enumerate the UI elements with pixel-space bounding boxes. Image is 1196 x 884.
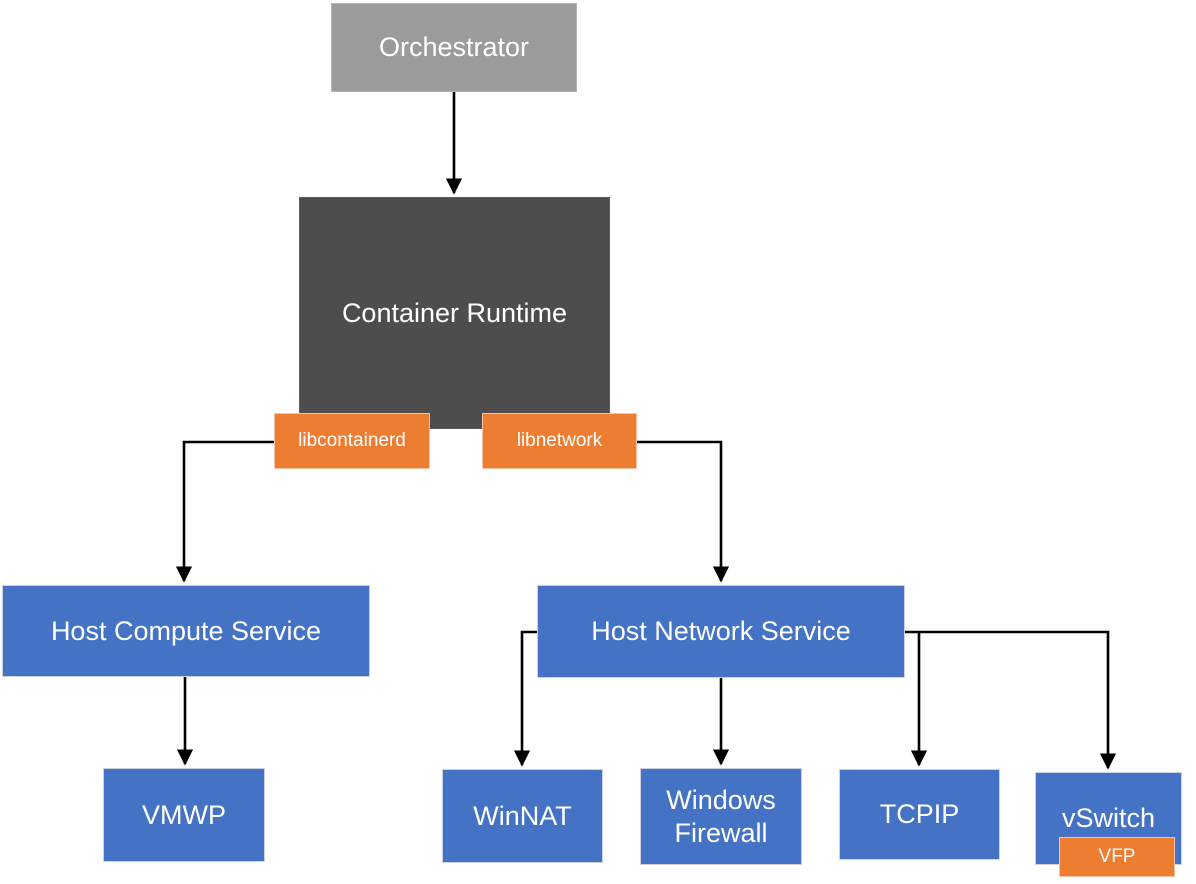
node-vmwp: VMWP — [103, 768, 265, 862]
node-libnetwork-label: libnetwork — [516, 430, 603, 452]
node-libcontainerd: libcontainerd — [274, 413, 430, 469]
node-orchestrator: Orchestrator — [331, 3, 577, 92]
node-vfp: VFP — [1059, 837, 1175, 877]
node-tcpip: TCPIP — [839, 769, 1000, 860]
node-vfp-label: VFP — [1098, 846, 1136, 868]
node-host-network-service: Host Network Service — [537, 585, 905, 678]
node-container-runtime-label: Container Runtime — [341, 297, 568, 328]
edge-libnetwork-host-network-service — [637, 440, 730, 583]
node-windows-firewall-label: Windows Firewall — [666, 784, 776, 848]
edge-host-network-service-vswitch — [905, 630, 1117, 770]
node-libcontainerd-label: libcontainerd — [298, 430, 406, 452]
node-host-compute-service-label: Host Compute Service — [50, 615, 322, 646]
node-libnetwork: libnetwork — [482, 413, 637, 469]
node-tcpip-label: TCPIP — [879, 799, 960, 830]
edge-libcontainerd-host-compute-service — [175, 440, 274, 583]
node-winnat: WinNAT — [442, 769, 603, 863]
node-host-network-service-label: Host Network Service — [591, 616, 851, 647]
node-container-runtime: Container Runtime — [299, 197, 610, 429]
edge-host-network-service-winnat — [513, 630, 537, 767]
node-vswitch-label: vSwitch — [1061, 803, 1156, 834]
node-vmwp-label: VMWP — [142, 799, 226, 830]
node-host-compute-service: Host Compute Service — [2, 585, 370, 677]
node-winnat-label: WinNAT — [473, 800, 572, 831]
node-windows-firewall: Windows Firewall — [640, 768, 802, 865]
node-orchestrator-label: Orchestrator — [378, 32, 530, 63]
